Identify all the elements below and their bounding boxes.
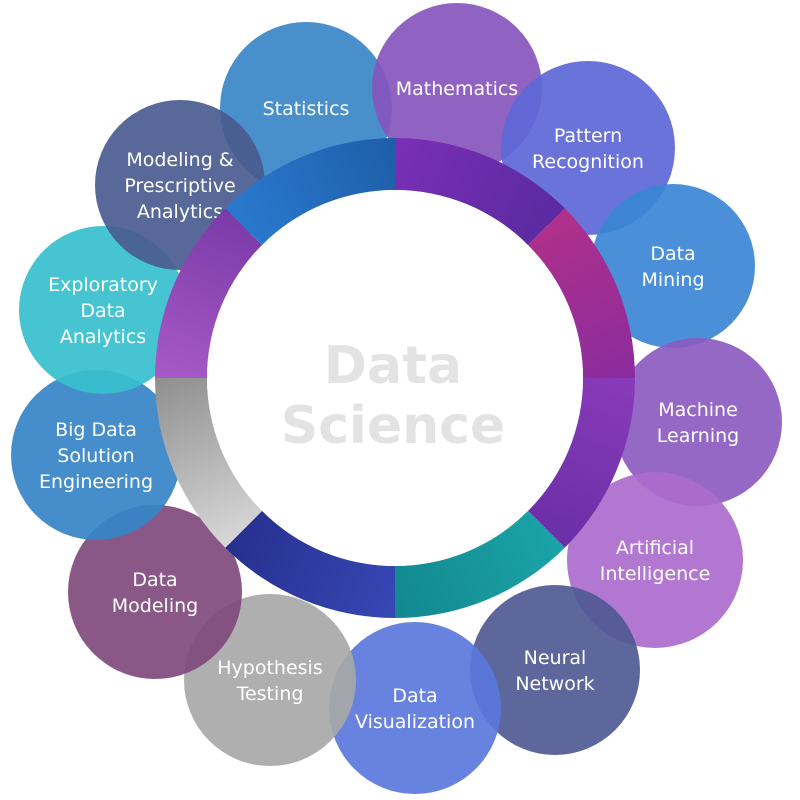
topic-bubble-label: Recognition: [532, 151, 644, 173]
topic-bubble-label: Modeling: [112, 595, 198, 617]
ring-segment: [527, 208, 635, 378]
topic-bubble-label: Testing: [236, 683, 304, 705]
topic-bubble-label: Mining: [641, 269, 704, 291]
topic-bubble-circle: [19, 226, 187, 394]
topic-bubble-label: Analytics: [60, 326, 146, 348]
ring-segment: [527, 378, 635, 548]
topic-bubble-label: Machine: [658, 399, 738, 421]
center-title-line-1: Data: [324, 336, 462, 396]
topic-bubble-label: Solution: [57, 445, 134, 467]
topic-bubbles: Statistics MathematicsPatternRecognitionD…: [11, 3, 782, 794]
topic-bubble-label: Artificial: [616, 537, 694, 559]
topic-bubble-label: Intelligence: [600, 563, 711, 585]
topic-bubble-circle: [11, 370, 181, 540]
topic-bubble-label: Data: [80, 300, 125, 322]
topic-bubble-label: Mathematics: [396, 78, 518, 100]
center-disc: [207, 190, 583, 566]
ring-segment: [155, 208, 263, 378]
topic-bubble-label: Statistics: [263, 98, 350, 120]
topic-bubble-label: Data: [132, 569, 177, 591]
topic-bubble-circle: [567, 472, 743, 648]
topic-bubble-label: Pattern: [554, 125, 622, 147]
topic-bubble-label: Visualization: [355, 711, 475, 733]
ring-segment: [395, 138, 565, 246]
topic-bubble-circle: [68, 505, 242, 679]
topic-bubble-label: Modeling &: [126, 149, 233, 171]
topic-bubble-circle: [470, 585, 640, 755]
topic-bubble-label: Engineering: [39, 471, 153, 493]
topic-bubble-label: Exploratory: [48, 274, 158, 296]
topic-bubble-label: Network: [515, 673, 594, 695]
topic-bubble-label: Data: [650, 243, 695, 265]
ring-segment: [395, 510, 565, 618]
topic-bubble: Mathematics: [372, 3, 542, 173]
topic-bubble-circle: [591, 184, 755, 348]
center-ring: [155, 138, 635, 618]
ring-segment: [155, 378, 263, 548]
topic-bubble-label: Data: [392, 685, 437, 707]
topic-bubble-label: Prescriptive: [124, 175, 235, 197]
topic-bubble-circle: [614, 338, 782, 506]
ring-segment: [225, 138, 395, 246]
topic-bubble-circle: [372, 3, 542, 173]
ring-segment: [225, 510, 395, 618]
topic-bubble-label: Big Data: [55, 419, 137, 441]
topic-bubble-label: Neural: [524, 647, 587, 669]
topic-bubble-circle: [329, 622, 501, 794]
topic-bubble-label: Analytics: [137, 201, 223, 223]
center-title-line-2: Science: [281, 396, 505, 456]
topic-bubble-label: Hypothesis: [217, 657, 322, 679]
topic-bubble-label: Learning: [657, 425, 740, 447]
